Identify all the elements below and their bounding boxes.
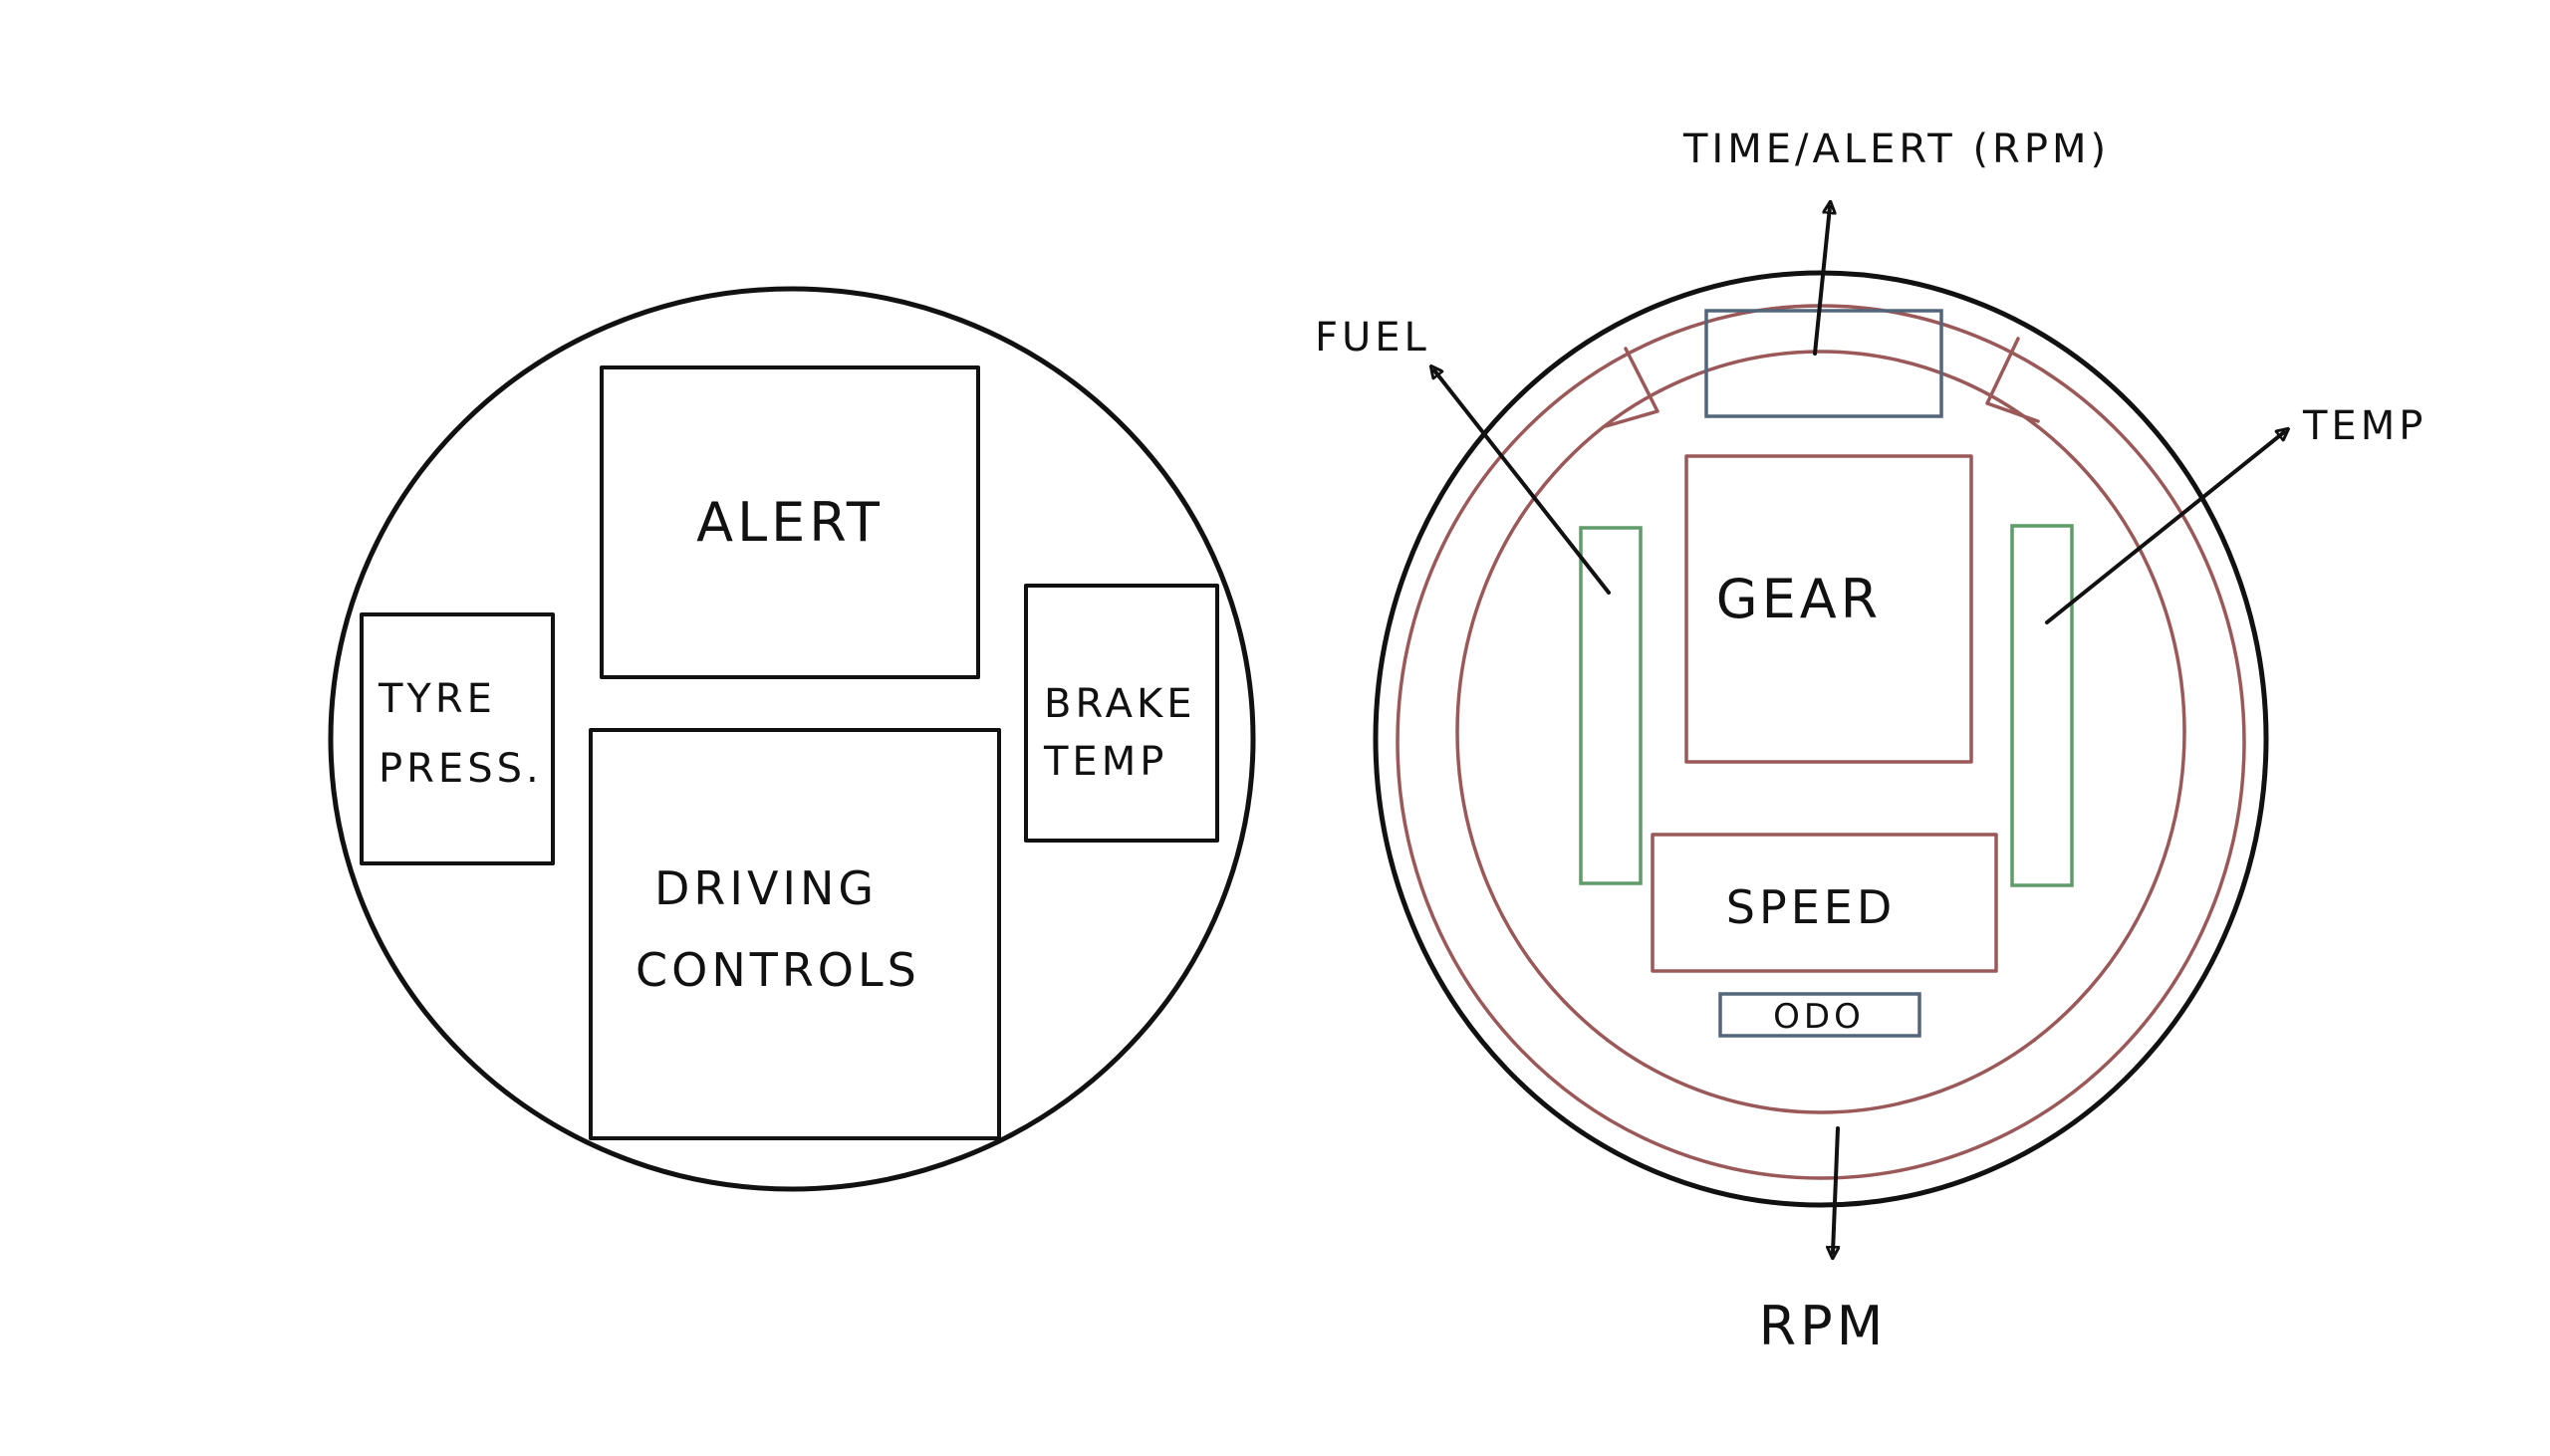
temp-label: TEMP <box>2302 403 2426 449</box>
speed-box <box>1651 833 1998 973</box>
brake-temp-label-line1: BRAKE <box>1044 681 1195 727</box>
time-alert-label: TIME/ALERT (RPM) <box>1682 126 2110 172</box>
rpm-left-tab <box>1604 347 1659 428</box>
right-dial-outline <box>1373 270 2269 1208</box>
driving-controls-label-line1: DRIVING <box>654 861 878 915</box>
gear-label: GEAR <box>1716 568 1882 630</box>
brake-temp-box <box>1024 584 1219 843</box>
right-dial: GEAR SPEED ODO FUEL TIME/ALERT (RPM) TEM… <box>1315 126 2426 1357</box>
fuel-arrow <box>1434 370 1611 595</box>
rpm-label: RPM <box>1759 1295 1888 1357</box>
temp-gauge <box>2010 524 2074 887</box>
temp-arrow <box>2045 432 2284 624</box>
gear-box <box>1684 454 1973 764</box>
odometer-label: ODO <box>1773 997 1865 1037</box>
fuel-label: FUEL <box>1315 315 1430 361</box>
time-alert-panel <box>1704 309 1943 418</box>
tyre-pressure-box <box>360 612 555 865</box>
rpm-arrow <box>1833 1126 1838 1253</box>
rpm-inner-ring <box>1455 350 2186 1114</box>
tyre-pressure-label-line1: TYRE <box>378 676 496 722</box>
brake-temp-label-line2: TEMP <box>1043 739 1167 785</box>
rpm-right-tab <box>1985 337 2040 423</box>
left-dial-outline <box>328 286 1256 1192</box>
alert-box <box>600 365 980 679</box>
odometer-box <box>1718 992 1921 1038</box>
speed-label: SPEED <box>1726 880 1897 934</box>
rpm-outer-ring <box>1396 304 2246 1180</box>
fuel-gauge <box>1579 526 1643 885</box>
time-alert-arrow <box>1813 207 1830 356</box>
tyre-pressure-label-line2: PRESS. <box>379 746 543 792</box>
left-dial: ALERT TYRE PRESS. BRAKE TEMP DRIVING CON… <box>328 286 1256 1192</box>
driving-controls-box <box>589 728 1001 1140</box>
alert-label: ALERT <box>696 491 884 554</box>
driving-controls-label-line2: CONTROLS <box>636 943 920 997</box>
